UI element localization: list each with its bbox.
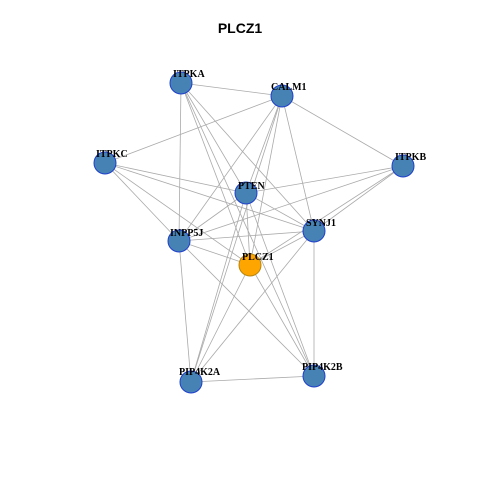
node-label-itpka: ITPKA [173, 69, 205, 80]
edge-calm1-inpp5j [178, 95, 283, 242]
node-label-plcz1: PLCZ1 [242, 252, 274, 263]
edge-inpp5j-pip4k2b [178, 240, 315, 377]
node-label-itpkc: ITPKC [96, 149, 128, 160]
node-label-itpkb: ITPKB [395, 152, 426, 163]
edge-itpkc-pten [104, 162, 247, 194]
node-itpkb [391, 154, 415, 178]
chart-title: PLCZ1 [217, 20, 263, 36]
edge-calm1-synj1 [281, 95, 315, 232]
edge-itpka-pip4k2b [180, 82, 315, 377]
node-label-pten: PTEN [238, 181, 265, 192]
edge-pten-plcz1 [245, 192, 251, 266]
node-label-calm1: CALM1 [271, 82, 307, 93]
edge-pten-synj1 [245, 192, 315, 232]
edge-itpka-calm1 [180, 82, 283, 97]
edge-itpkc-inpp5j [104, 162, 180, 242]
edge-synj1-pip4k2a [190, 230, 315, 383]
node-itpka [169, 71, 193, 95]
node-label-inpp5j: INPP5J [170, 228, 203, 239]
node-calm1 [270, 84, 294, 108]
node-inpp5j [167, 229, 191, 253]
edge-itpkc-synj1 [104, 162, 315, 232]
edge-pten-inpp5j [178, 192, 247, 242]
edge-itpka-inpp5j [178, 82, 182, 242]
edge-itpka-plcz1 [180, 82, 251, 266]
edge-itpkb-pten [245, 165, 404, 194]
edge-calm1-itpkb [281, 95, 404, 167]
edge-inpp5j-pip4k2a [178, 240, 192, 383]
edge-pten-pip4k2a [190, 192, 247, 383]
edge-itpkb-plcz1 [249, 165, 404, 266]
edge-plcz1-pip4k2a [190, 264, 251, 383]
node-pten [234, 181, 258, 205]
edge-itpkb-inpp5j [178, 165, 404, 242]
node-plcz1 [238, 253, 262, 277]
edge-plcz1-pip4k2b [249, 264, 315, 377]
edge-pten-pip4k2b [245, 192, 315, 377]
edge-itpka-pten [180, 82, 247, 194]
edge-calm1-pip4k2a [190, 95, 283, 383]
edge-layer [104, 82, 404, 383]
edge-itpkc-plcz1 [104, 162, 251, 266]
node-pip4k2a [179, 370, 203, 394]
edge-synj1-plcz1 [249, 230, 315, 266]
node-synj1 [302, 219, 326, 243]
edge-inpp5j-plcz1 [178, 240, 251, 266]
edge-calm1-pten [245, 95, 283, 194]
edge-itpkb-synj1 [313, 165, 404, 232]
edge-calm1-plcz1 [249, 95, 283, 266]
edge-pip4k2a-pip4k2b [190, 375, 315, 383]
node-label-synj1: SYNJ1 [306, 218, 336, 229]
edge-itpkc-calm1 [104, 95, 283, 164]
node-itpkc [93, 151, 117, 175]
edge-synj1-inpp5j [178, 230, 315, 242]
node-label-pip4k2a: PIP4K2A [179, 367, 221, 378]
node-pip4k2b [302, 364, 326, 388]
edge-itpka-synj1 [180, 82, 315, 232]
node-label-pip4k2b: PIP4K2B [302, 362, 343, 373]
